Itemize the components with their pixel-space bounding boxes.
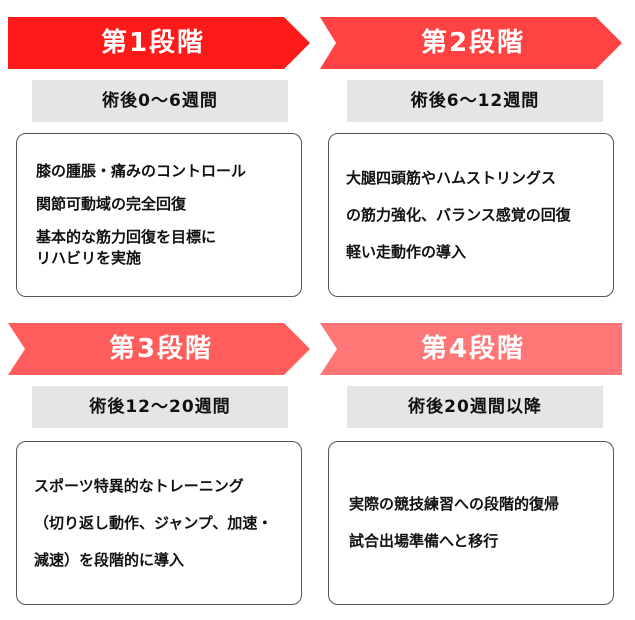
arrow-banner-shape-icon xyxy=(320,323,622,375)
stage-1-item-3: 基本的な筋力回復を目標に リハビリを実施 xyxy=(36,228,217,267)
stage-1-title: 第1段階 xyxy=(100,28,206,58)
stage-1-item-2: 関節可動域の完全回復 xyxy=(36,195,187,213)
stage-2-title: 第2段階 xyxy=(420,28,526,58)
arrow-banner-shape-icon xyxy=(320,17,622,69)
stage-4-item-1: 実際の競技練習への段階的復帰 xyxy=(349,495,560,513)
stage-1-banner: 第1段階 xyxy=(8,17,310,69)
stage-2-item-2: の筋力強化、バランス感覚の回復 xyxy=(346,205,571,224)
stage-2-item-3: 軽い走動作の導入 xyxy=(346,242,467,261)
stage-3-item-1: スポーツ特異的なトレーニング xyxy=(34,476,244,495)
stage-4-item-2: 試合出場準備へと移行 xyxy=(349,532,499,550)
stage-4-title: 第4段階 xyxy=(420,334,526,364)
stage-3-details: スポーツ特異的なトレーニング （切り返し動作、ジャンプ、加速・ 減速）を段階的に… xyxy=(16,441,302,605)
stage-3-item-3: 減速）を段階的に導入 xyxy=(34,550,185,569)
stage-1-item-1: 膝の腫脹・痛みのコントロール xyxy=(36,162,247,180)
stage-3-period: 術後12〜20週間 xyxy=(32,386,288,428)
stage-3-item-2: （切り返し動作、ジャンプ、加速・ xyxy=(34,513,273,532)
stage-4-banner: 第4段階 xyxy=(320,323,622,375)
arrow-banner-shape-icon xyxy=(8,17,310,69)
stage-4-details: 実際の競技練習への段階的復帰 試合出場準備へと移行 xyxy=(328,441,614,605)
stage-4-period: 術後20週間以降 xyxy=(347,386,603,428)
stage-1-details: 膝の腫脹・痛みのコントロール 関節可動域の完全回復 基本的な筋力回復を目標に リ… xyxy=(16,133,302,297)
stage-2-details: 大腿四頭筋やハムストリングス の筋力強化、バランス感覚の回復 軽い走動作の導入 xyxy=(328,133,614,297)
stage-1-period: 術後0〜6週間 xyxy=(32,80,288,122)
stage-2-period: 術後6〜12週間 xyxy=(347,80,603,122)
arrow-banner-shape-icon xyxy=(8,323,310,375)
stage-2-item-1: 大腿四頭筋やハムストリングス xyxy=(346,168,557,187)
stage-3-title: 第3段階 xyxy=(108,334,214,364)
stage-2-banner: 第2段階 xyxy=(320,17,622,69)
stage-3-banner: 第3段階 xyxy=(8,323,310,375)
